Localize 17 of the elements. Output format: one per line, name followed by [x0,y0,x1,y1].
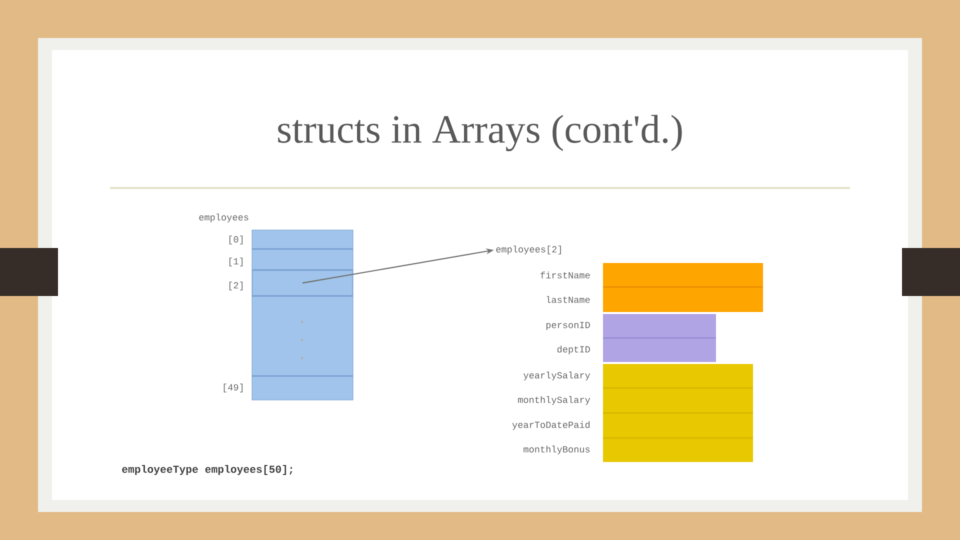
field-name: personID [546,322,590,330]
index-label: [2] [229,282,243,290]
array-name: employees [199,214,248,222]
index-label: [0] [229,236,243,244]
field-name: yearlySalary [524,372,590,380]
index-label: [49] [224,384,243,392]
field-name: firstName [540,272,590,278]
field-name: monthlySalary [518,396,590,405]
array-cell [252,270,353,296]
field-name: monthlyBonus [524,446,590,454]
element-label: employees[2] [496,246,561,254]
field-name: yearToDatePaid [512,421,590,430]
slide-title: structs in Arrays (cont'd.) [278,114,682,152]
field-name: lastName [546,296,590,303]
field-name: deptID [557,346,590,354]
index-label: [1] [229,258,243,266]
code-line: employeeType employees[50]; [122,465,292,475]
